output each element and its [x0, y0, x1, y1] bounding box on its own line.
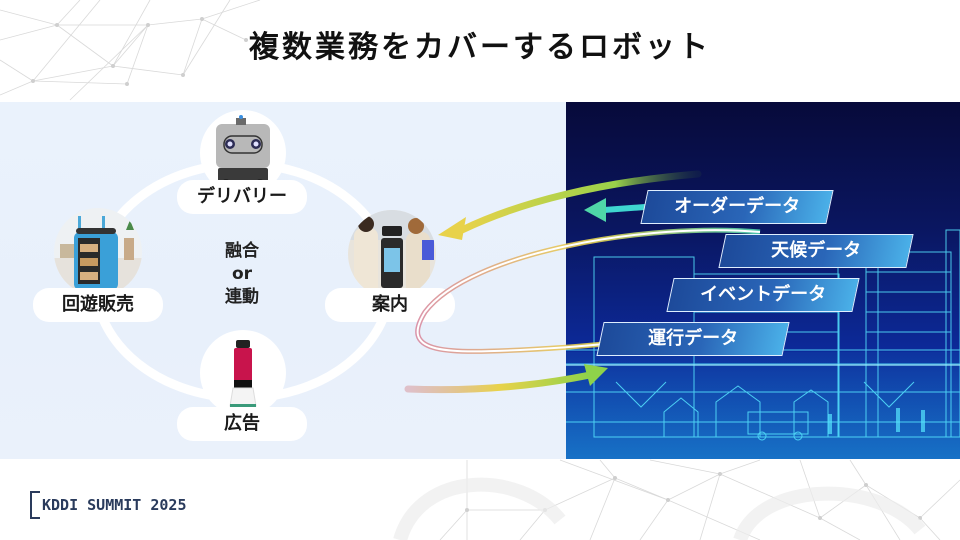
vending-robot-circle: [54, 208, 142, 296]
advertising-robot-circle: [200, 330, 286, 416]
mobile-sales-label: 回遊販売: [33, 288, 163, 322]
weather-data-tag: 天候データ: [718, 234, 914, 268]
advertising-robot-icon: [229, 340, 257, 407]
delivery-label: デリバリー: [177, 180, 307, 214]
order-data-tag: オーダーデータ: [640, 190, 834, 224]
delivery-robot-icon: [216, 115, 270, 187]
guide-label: 案内: [325, 288, 455, 322]
guide-robot-icon: [348, 210, 436, 298]
vending-robot-icon: [54, 216, 142, 296]
fusion-or-link-text: 融合 or 連動: [225, 241, 259, 307]
neon-city-illustration: [566, 229, 960, 459]
robot-ring-panel: デリバリー 案内 広告: [0, 102, 566, 459]
page-title: 複数業務をカバーするロボット: [249, 30, 711, 65]
kddi-summit-logo: KDDI SUMMIT 2025: [30, 490, 187, 520]
advertising-label: 広告: [177, 407, 307, 441]
logo-bracket-icon: [30, 491, 40, 519]
operation-data-tag: 運行データ: [596, 322, 790, 356]
event-data-tag: イベントデータ: [666, 278, 860, 312]
guide-robot-circle: [348, 210, 436, 298]
